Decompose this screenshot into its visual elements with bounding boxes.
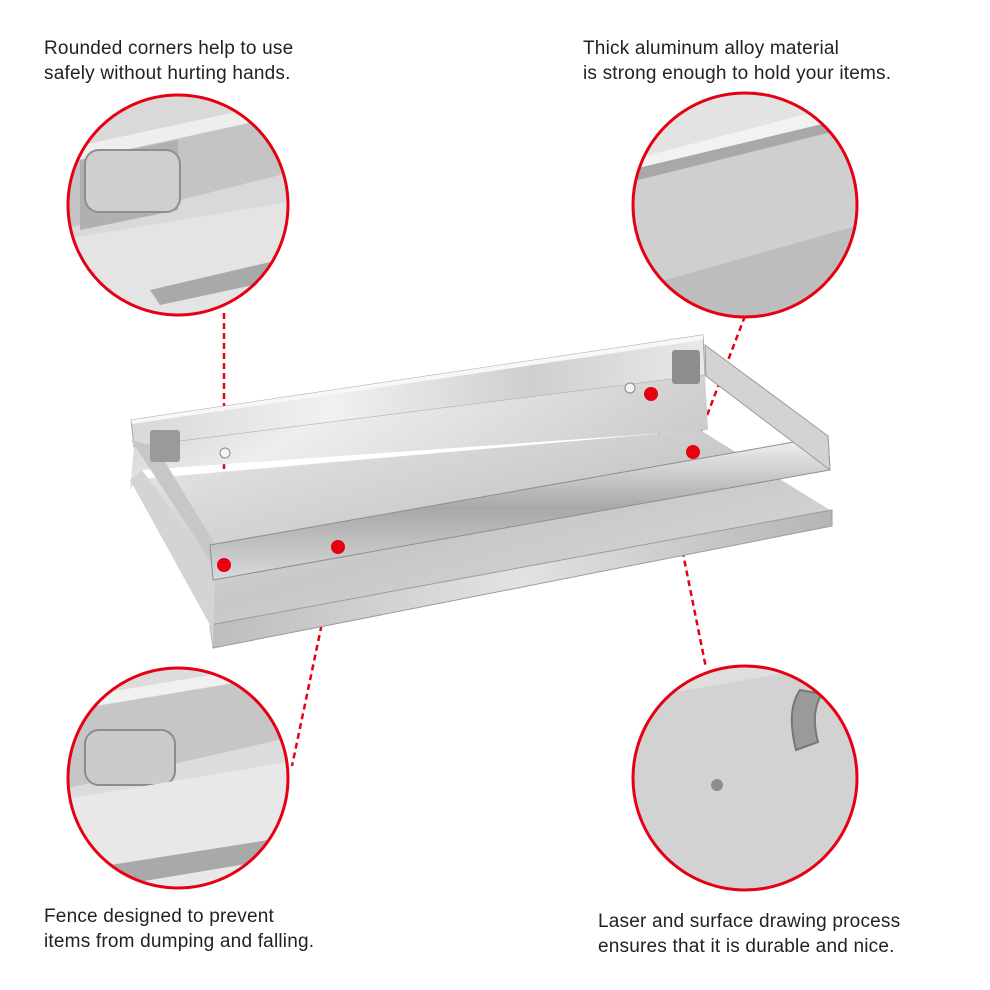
shelf-bracket-right xyxy=(672,350,700,384)
caption-aluminum: Thick aluminum alloy material is strong … xyxy=(583,36,891,86)
zoom-circle-aluminum xyxy=(631,91,859,319)
callout-line-laser xyxy=(649,393,708,669)
zoom-circle-laser xyxy=(631,664,859,892)
marker-laser xyxy=(644,387,658,401)
callout-line-fence xyxy=(290,546,340,767)
caption-laser-line1: Laser and surface drawing process xyxy=(598,911,901,932)
caption-aluminum-line1: Thick aluminum alloy material xyxy=(583,38,840,59)
shelf-image xyxy=(130,334,833,649)
caption-fence-line2: items from dumping and falling. xyxy=(44,931,315,952)
caption-laser-line2: ensures that it is durable and nice. xyxy=(598,936,895,957)
marker-aluminum xyxy=(686,445,700,459)
zoom-circle-fence xyxy=(66,666,290,890)
caption-rounded-corners-line1: Rounded corners help to use xyxy=(44,38,294,59)
caption-rounded-corners-line2: safely without hurting hands. xyxy=(44,63,291,84)
marker-rounded-corners xyxy=(217,558,231,572)
shelf-bracket-left xyxy=(150,430,180,462)
shelf-floor xyxy=(130,375,708,490)
screw-hole-left xyxy=(219,447,231,459)
caption-rounded-corners: Rounded corners help to use safely witho… xyxy=(44,36,293,86)
caption-fence: Fence designed to prevent items from dum… xyxy=(44,904,314,954)
caption-laser: Laser and surface drawing process ensure… xyxy=(598,909,900,959)
marker-fence xyxy=(331,540,345,554)
callout-markers xyxy=(217,387,700,572)
screw-hole-right xyxy=(624,382,636,394)
zoom-circle-rounded-corners xyxy=(66,93,290,317)
caption-fence-line1: Fence designed to prevent xyxy=(44,906,274,927)
caption-aluminum-line2: is strong enough to hold your items. xyxy=(583,63,892,84)
